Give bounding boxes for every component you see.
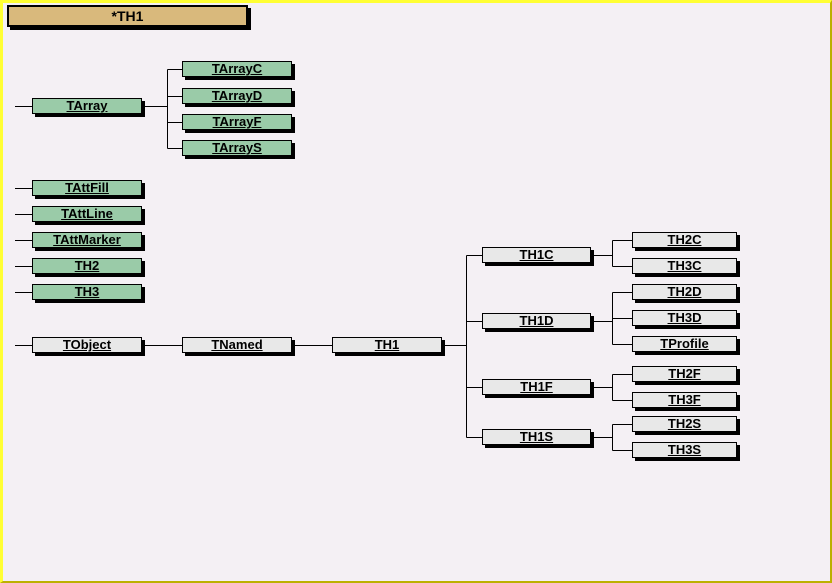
- class-box-TH3D[interactable]: TH3D: [632, 310, 737, 326]
- class-box-TArray[interactable]: TArray: [32, 98, 142, 114]
- class-box-TH3[interactable]: TH3: [32, 284, 142, 300]
- class-box-TAttLine[interactable]: TAttLine: [32, 206, 142, 222]
- class-box-TAttFill[interactable]: TAttFill: [32, 180, 142, 196]
- class-box-TH2D[interactable]: TH2D: [632, 284, 737, 300]
- class-box-TNamed[interactable]: TNamed: [182, 337, 292, 353]
- class-box-TArrayD[interactable]: TArrayD: [182, 88, 292, 104]
- class-box-TArrayC[interactable]: TArrayC: [182, 61, 292, 77]
- class-box-TAttMarker[interactable]: TAttMarker: [32, 232, 142, 248]
- class-box-TH3C[interactable]: TH3C: [632, 258, 737, 274]
- class-box-TH1[interactable]: TH1: [332, 337, 442, 353]
- class-box-TH1S[interactable]: TH1S: [482, 429, 591, 445]
- class-box-TH2[interactable]: TH2: [32, 258, 142, 274]
- class-box-TH1F[interactable]: TH1F: [482, 379, 591, 395]
- class-box-TObject[interactable]: TObject: [32, 337, 142, 353]
- class-box-TH3F[interactable]: TH3F: [632, 392, 737, 408]
- class-box-TArrayF[interactable]: TArrayF: [182, 114, 292, 130]
- class-box-TH1D[interactable]: TH1D: [482, 313, 591, 329]
- class-box-TH3S[interactable]: TH3S: [632, 442, 737, 458]
- class-box-TH2C[interactable]: TH2C: [632, 232, 737, 248]
- diagram-title: *TH1: [7, 5, 248, 27]
- class-box-TProfile[interactable]: TProfile: [632, 336, 737, 352]
- class-box-TH2F[interactable]: TH2F: [632, 366, 737, 382]
- class-box-TArrayS[interactable]: TArrayS: [182, 140, 292, 156]
- class-box-TH2S[interactable]: TH2S: [632, 416, 737, 432]
- class-box-TH1C[interactable]: TH1C: [482, 247, 591, 263]
